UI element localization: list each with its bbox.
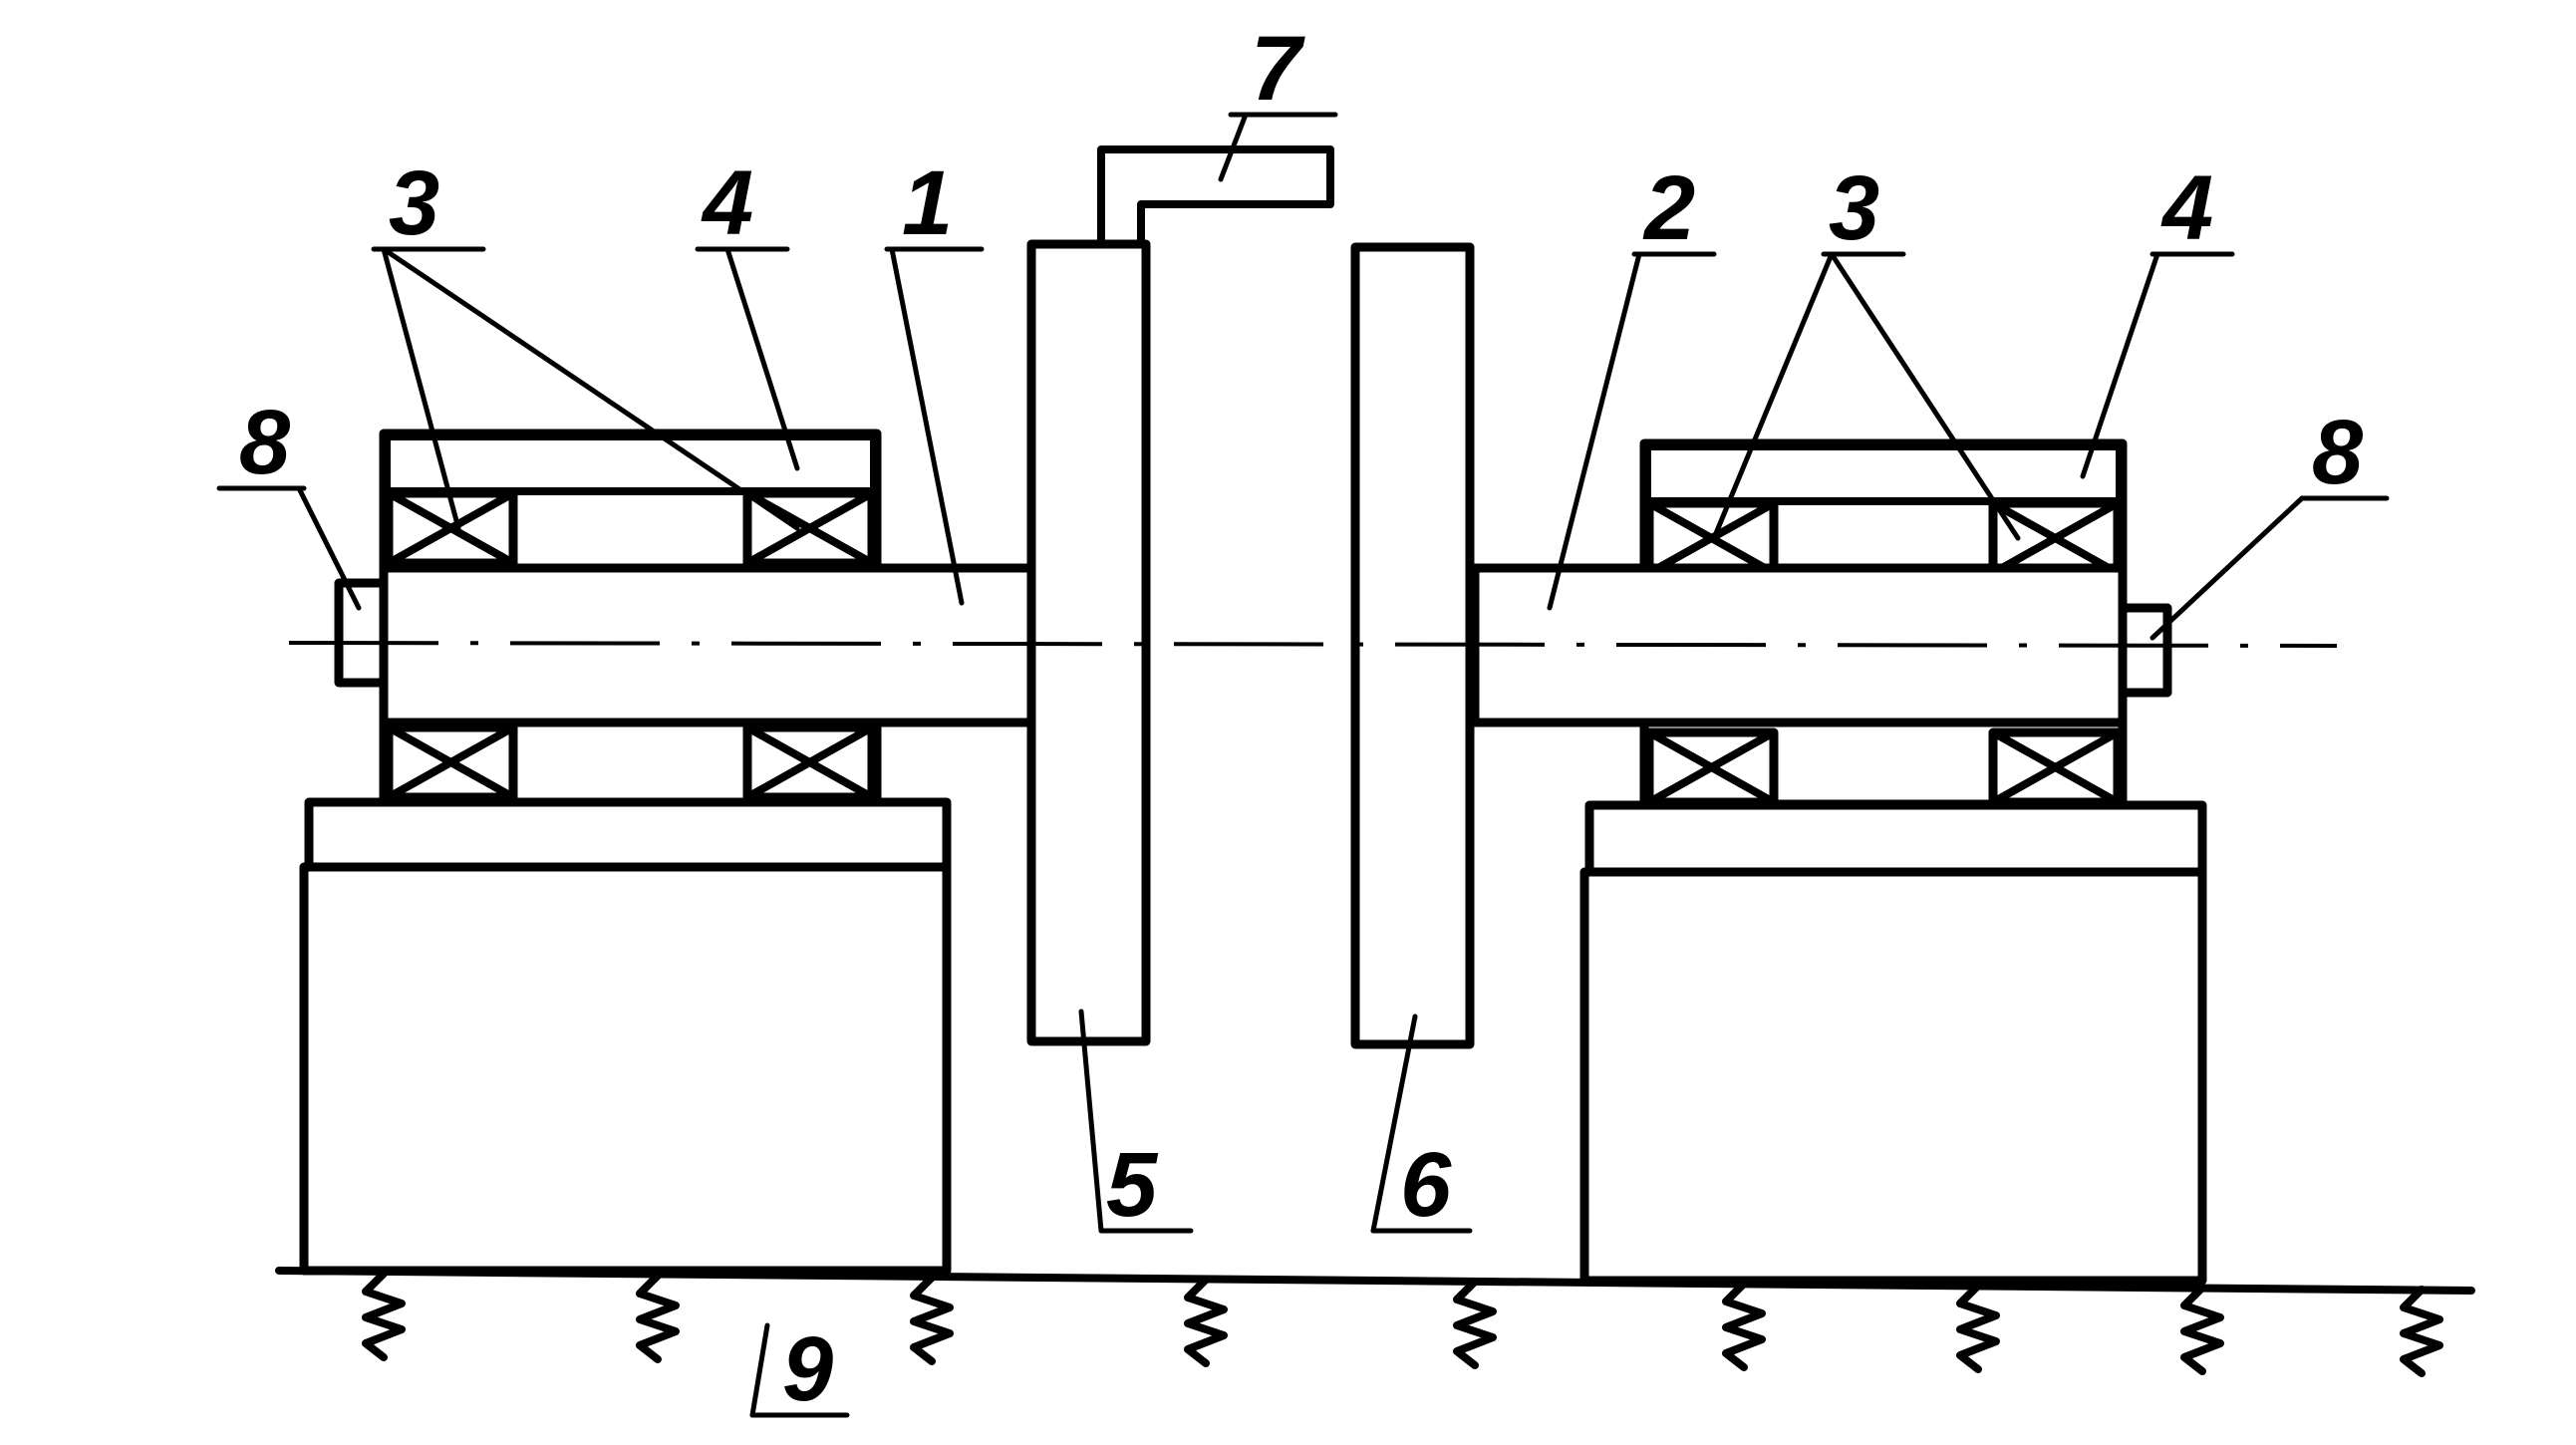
left-bearing-top-2	[747, 493, 872, 563]
label-8-right: 8	[2312, 402, 2364, 503]
label-3-right: 3	[1829, 157, 1879, 259]
right-pedestal	[1579, 800, 2207, 1286]
label-4-right: 4	[2160, 157, 2213, 259]
center-axis	[288, 641, 2338, 648]
right-end-cap	[2118, 603, 2172, 698]
left-end-cap	[334, 578, 389, 688]
label-1: 1	[902, 152, 953, 254]
element-7-bracket	[1097, 145, 1334, 248]
left-bearing-bottom-2	[747, 727, 872, 797]
label-5: 5	[1106, 1134, 1159, 1236]
right-bearing-bottom-1	[1649, 732, 1774, 802]
right-bearing-bottom-2	[1993, 732, 2118, 802]
left-shaft	[379, 563, 1036, 727]
label-3-left: 3	[389, 152, 439, 254]
left-bearing-bottom-1	[389, 727, 513, 797]
spring-supports	[362, 1270, 2443, 1377]
foundation-base	[275, 1267, 2475, 1377]
label-4-left: 4	[701, 152, 753, 254]
label-9: 9	[782, 1318, 833, 1420]
leader-lines	[216, 112, 2390, 1418]
label-6: 6	[1400, 1134, 1452, 1236]
right-bearing-top-2	[1993, 503, 2118, 573]
label-2: 2	[1642, 157, 1695, 259]
label-8-left: 8	[239, 392, 291, 493]
left-pedestal	[299, 797, 952, 1276]
label-7: 7	[1251, 18, 1305, 120]
